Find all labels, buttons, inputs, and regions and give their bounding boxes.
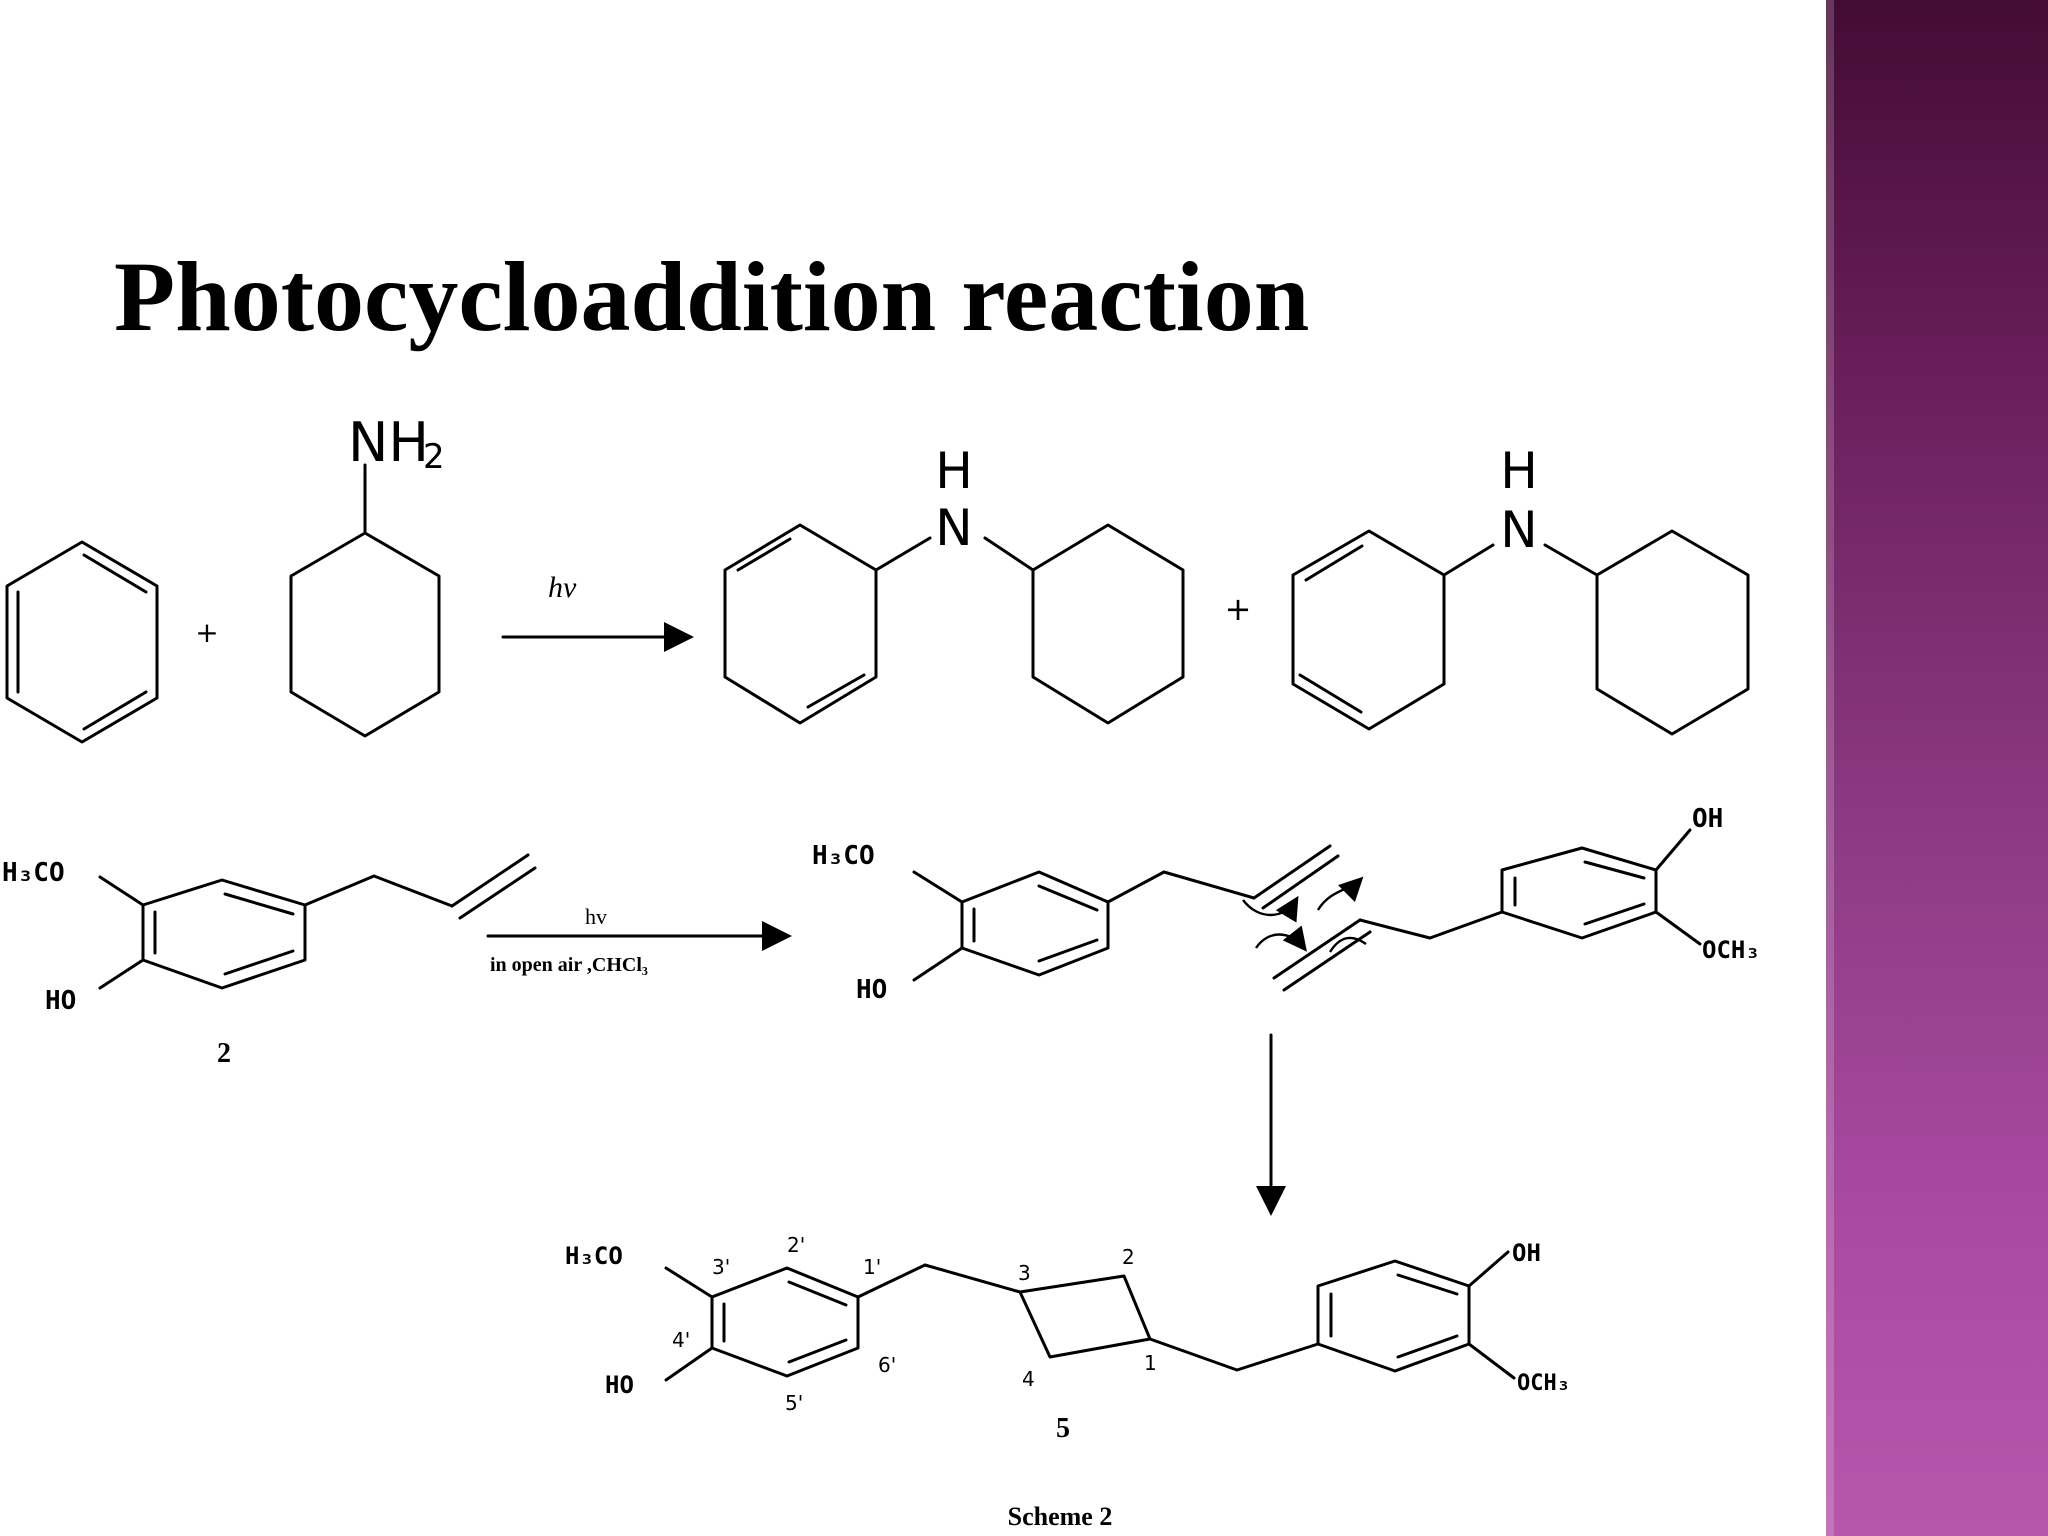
locant-label: 5' <box>785 1391 803 1415</box>
plus-sign: + <box>1225 590 1252 628</box>
methoxy-label: H₃CO <box>2 858 65 888</box>
locant-label: 4' <box>672 1328 690 1352</box>
hydroxy-label: HO <box>856 975 887 1005</box>
locant-label: 1 <box>1144 1351 1157 1375</box>
product-b-structure: H N <box>1291 442 1750 736</box>
locant-label: 3' <box>712 1255 730 1279</box>
nh-hydrogen-label-b: H <box>1500 442 1538 500</box>
locant-label: 1' <box>863 1255 881 1279</box>
scheme-caption: Scheme 2 <box>1008 1502 1113 1531</box>
hydroxy-label: HO <box>45 986 76 1016</box>
locant-label: 4 <box>1022 1367 1035 1391</box>
amine-nh-label: NH <box>348 411 429 474</box>
decorative-side-bar <box>1826 0 2048 1536</box>
slide <box>0 0 1826 1536</box>
compound-number-5: 5 <box>1056 1413 1070 1444</box>
hydroxy-label: HO <box>605 1371 634 1399</box>
cyclohexylamine-structure: NH 2 <box>289 411 445 738</box>
hydroxy-label: OH <box>1692 804 1723 834</box>
locant-label: 2' <box>787 1233 805 1257</box>
cyclobutane-dimer-structure: H₃CO HO OH OCH₃ 3' 2' 1' 4' 6' 5' 3 2 1 … <box>565 1233 1570 1415</box>
benzene-structure <box>5 540 159 744</box>
nh-nitrogen-label-a: N <box>935 499 972 557</box>
intermediate-structure: H₃CO HO OH OCH₃ <box>812 804 1760 1005</box>
plus-sign: + <box>195 616 218 649</box>
compound-number-2: 2 <box>217 1038 231 1069</box>
amine-nh-subscript: 2 <box>423 437 445 477</box>
methoxy-label: H₃CO <box>812 841 875 871</box>
reaction-scheme: + NH 2 hν H N + H N <box>2 411 1760 1531</box>
light-symbol: hν <box>548 571 577 604</box>
hydroxy-label: OH <box>1512 1239 1541 1267</box>
eugenol-structure: H₃CO HO <box>2 853 537 1016</box>
locant-label: 6' <box>878 1353 896 1377</box>
nh-hydrogen-label-a: H <box>935 442 973 500</box>
locant-label: 2 <box>1122 1245 1135 1269</box>
product-a-structure: H N <box>723 442 1185 725</box>
arrow-label-conditions: in open air ,CHCl₃ <box>490 954 648 976</box>
methoxy-label: OCH₃ <box>1517 1371 1570 1396</box>
nh-nitrogen-label-b: N <box>1500 501 1537 559</box>
slide-title: Photocycloaddition reaction <box>114 241 1310 352</box>
arrow-label-hv: hv <box>585 904 607 929</box>
locant-label: 3 <box>1018 1261 1031 1285</box>
methoxy-label: H₃CO <box>565 1242 623 1270</box>
methoxy-label: OCH₃ <box>1702 936 1760 964</box>
